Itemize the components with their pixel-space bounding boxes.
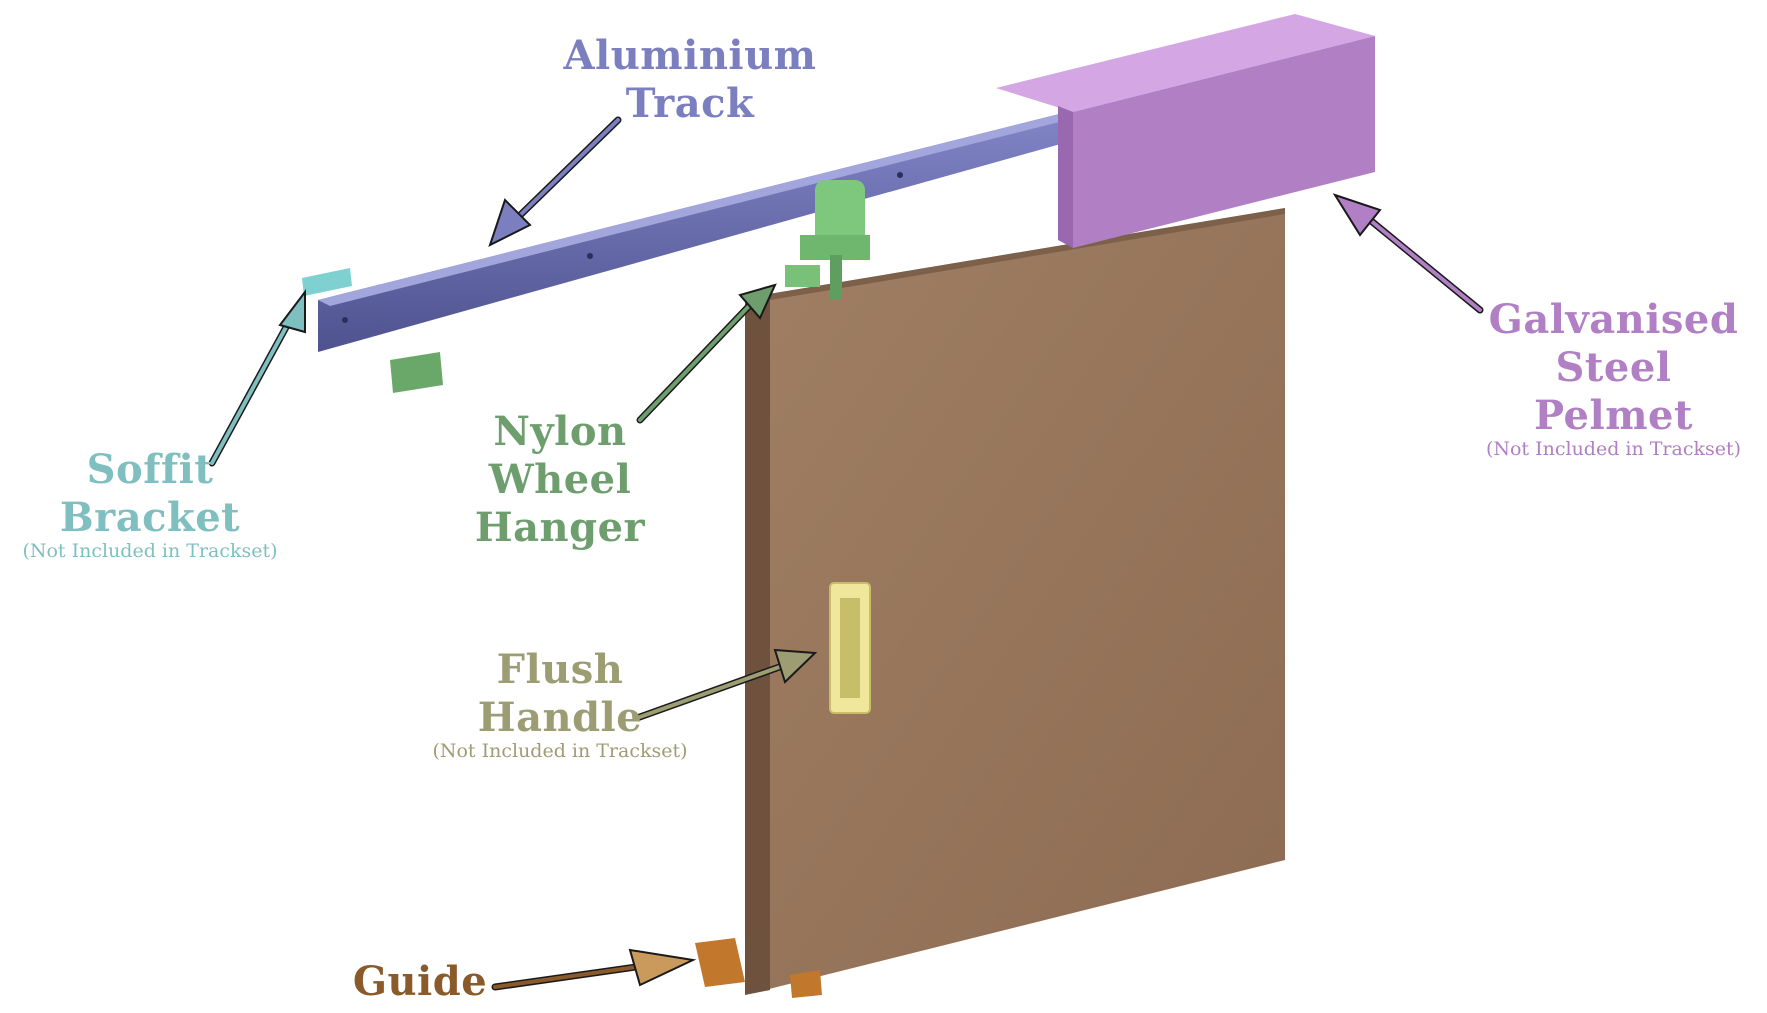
label-line: Aluminium: [563, 32, 817, 79]
flush-handle: [829, 582, 871, 714]
label-nylon-wheel-hanger: Nylon Wheel Hanger: [440, 412, 680, 548]
door: [745, 208, 1285, 995]
label-note: (Not Included in Trackset): [22, 540, 278, 562]
label-flush-handle: Flush Handle (Not Included in Trackset): [410, 650, 710, 761]
label-line: Pelmet: [1534, 392, 1693, 439]
label-line: Handle: [477, 694, 643, 741]
handle-arrow: [633, 648, 818, 722]
track-arrow: [488, 116, 622, 247]
label-line: Hanger: [474, 504, 646, 551]
label-note: (Not Included in Trackset): [1485, 438, 1742, 460]
callout-arrows: [208, 116, 1484, 991]
label-line: Guide: [352, 958, 488, 1005]
label-line: Soffit: [86, 446, 214, 493]
hanger-arrow: [636, 283, 777, 424]
label-line: Steel: [1555, 344, 1672, 391]
floor-guide: [695, 938, 822, 998]
guide-arrow: [491, 948, 697, 991]
label-aluminium-track: Aluminium Track: [560, 36, 820, 124]
label-line: Galvanised: [1488, 296, 1739, 343]
label-line: Track: [625, 80, 755, 127]
soffit-bracket: [302, 268, 443, 393]
label-line: Bracket: [59, 494, 241, 541]
label-note: (Not Included in Trackset): [432, 740, 688, 762]
label-guide: Guide: [340, 962, 500, 1002]
label-soffit-bracket: Soffit Bracket (Not Included in Trackset…: [0, 450, 300, 561]
galvanised-steel-pelmet: [996, 14, 1375, 248]
pelmet-arrow: [1332, 193, 1484, 314]
label-line: Flush: [496, 646, 624, 693]
label-galvanised-steel-pelmet: Galvanised Steel Pelmet (Not Included in…: [1460, 300, 1767, 459]
label-line: Nylon: [493, 408, 627, 455]
label-line: Wheel: [488, 456, 632, 503]
aluminium-track: [318, 110, 1075, 352]
bracket-arrow: [208, 289, 306, 467]
nylon-wheel-hanger: [785, 180, 870, 300]
